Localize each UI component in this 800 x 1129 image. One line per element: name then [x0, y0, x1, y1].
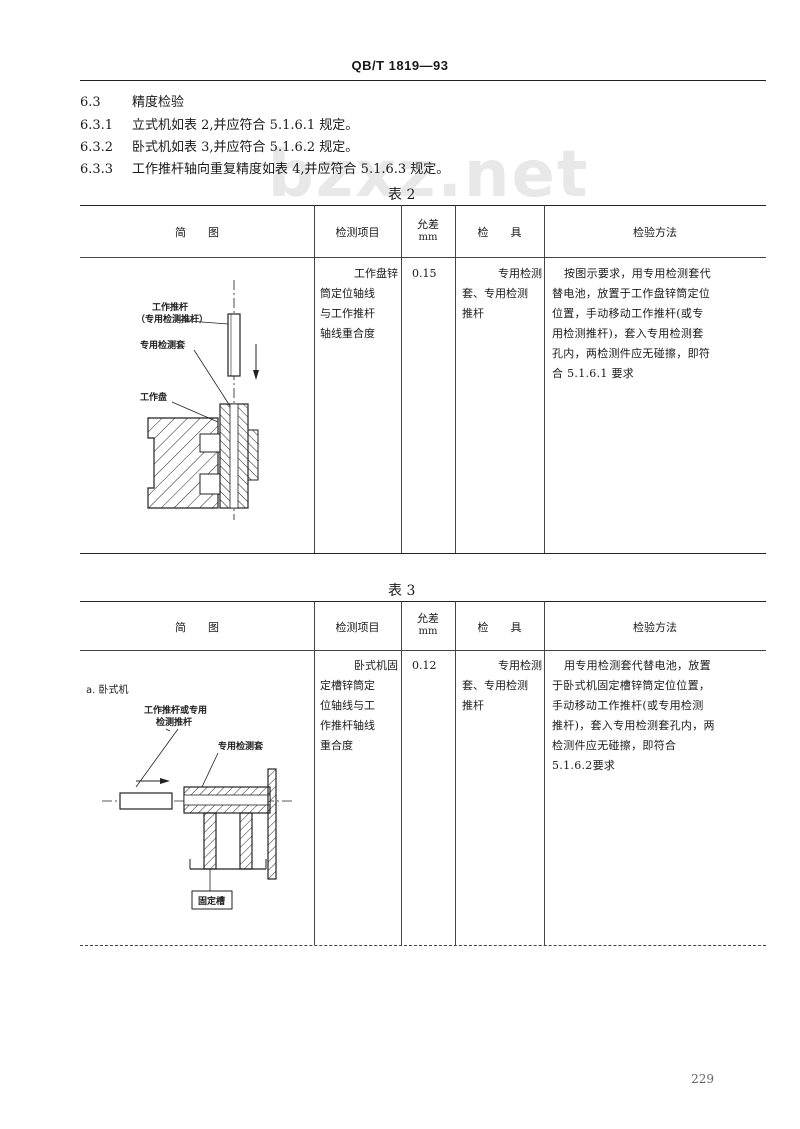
clause-text: 立式机如表 2,并应符合 5.1.6.1 规定。 — [132, 118, 359, 133]
cell-line: 专用检测 — [498, 267, 542, 280]
figure-subtitle: a. 卧式机 — [86, 683, 129, 696]
label-pushrod: 工作推杆 — [152, 301, 188, 313]
label-pushrod-alt: （专用检测推杆） — [136, 313, 208, 325]
cell-line: 定槽锌筒定 — [320, 679, 375, 692]
clause-text: 工作推杆轴向重复精度如表 4,并应符合 5.1.6.3 规定。 — [132, 162, 450, 177]
cell-line: 替电池，放置于工作盘锌筒定位 — [552, 287, 711, 300]
cell-line: 用检测推杆)，套入专用检测套 — [552, 327, 704, 340]
push-rod — [227, 313, 241, 377]
table-2-col-divider — [544, 205, 545, 553]
table-2-method: 按图示要求，用专用检测套代 替电池，放置于工作盘锌筒定位 位置，手动移动工作推杆… — [552, 264, 764, 384]
col-header-item: 检测项目 — [335, 621, 380, 634]
col-header-item: 检测项目 — [335, 226, 380, 239]
cell-line: 套、专用检测 — [462, 679, 528, 692]
label-sleeve: 专用检测套 — [218, 740, 264, 752]
tolerance-unit: mm — [418, 626, 438, 637]
document-code: QB/T 1819—93 — [351, 58, 449, 73]
watermark: bzxz.net — [268, 138, 590, 212]
table-2-caption: 表 2 — [388, 187, 416, 203]
table-2-col-divider — [401, 205, 402, 553]
push-rod — [119, 792, 173, 810]
clause-number: 6.3.2 — [80, 140, 114, 155]
col-header-tolerance: 允差 mm — [401, 612, 455, 638]
cell-line: 推杆 — [462, 699, 484, 712]
cell-line: 于卧式机固定槽锌筒定位位置， — [552, 679, 711, 692]
header-rule — [80, 80, 766, 81]
cell-line: 用专用检测套代替电池，放置 — [564, 659, 711, 672]
tolerance-unit: mm — [418, 232, 438, 243]
cell-line: 与工作推杆 — [320, 307, 375, 320]
cell-line: 专用检测 — [498, 659, 542, 672]
table-3-col-divider — [544, 601, 545, 945]
label-pushrod-line1: 工作推杆或专用 — [144, 704, 207, 716]
clause-text: 卧式机如表 3,并应符合 5.1.6.2 规定。 — [132, 140, 359, 155]
table-3-tolerance: 0.12 — [412, 659, 437, 672]
col-header-method: 检验方法 — [633, 226, 677, 239]
fixed-slot-right — [239, 812, 253, 870]
section-heading: 6.3 精度检验 — [80, 95, 184, 111]
cell-line: 推杆 — [462, 307, 484, 320]
vertical-machine-figure: 工作推杆 （专用检测推杆） 专用检测套 工作盘 — [136, 280, 259, 520]
cell-line: 轴线重合度 — [320, 327, 375, 340]
cell-line: 位置，手动移动工作推杆(或专 — [552, 307, 704, 320]
table-2-tolerance: 0.15 — [412, 267, 437, 280]
cell-line: 手动移动工作推杆(或专用检测 — [552, 699, 704, 712]
cell-line: 套、专用检测 — [462, 287, 528, 300]
col-header-sketch: 简 图 — [175, 621, 219, 634]
table-3-bottom-rule — [80, 945, 766, 946]
cell-line: 按图示要求，用专用检测套代 — [564, 267, 711, 280]
cell-line: 筒定位轴线 — [320, 287, 375, 300]
table-2-bottom-rule — [80, 553, 766, 554]
label-fixed-slot: 固定槽 — [198, 895, 225, 907]
table-3-col-divider — [314, 601, 315, 945]
page-number: 229 — [691, 1072, 714, 1086]
col-header-tool: 检 具 — [477, 621, 522, 634]
table-3-caption: 表 3 — [388, 583, 416, 599]
label-pushrod-line2: 检测推杆 — [156, 716, 192, 728]
cell-line: 推杆)，套入专用检测套孔内，两 — [552, 719, 715, 732]
table-2-col-divider — [455, 205, 456, 553]
cell-line: 孔内，两检测件应无碰擦，即符 — [552, 347, 711, 360]
table-3-col-divider — [401, 601, 402, 945]
table-3-col-divider — [455, 601, 456, 945]
tolerance-label: 允差 — [417, 612, 439, 625]
table-2-header-rule — [80, 257, 766, 258]
clause-number: 6.3 — [80, 95, 101, 110]
clause-6-3-3: 6.3.3 工作推杆轴向重复精度如表 4,并应符合 5.1.6.3 规定。 — [80, 162, 449, 178]
cell-line: 合 5.1.6.1 要求 — [552, 367, 635, 380]
table-2-top-rule — [80, 205, 766, 206]
cell-line: 工作盘锌 — [354, 267, 398, 280]
table-3-method: 用专用检测套代替电池，放置 于卧式机固定槽锌筒定位位置， 手动移动工作推杆(或专… — [552, 656, 764, 776]
col-header-method: 检验方法 — [633, 621, 677, 634]
clause-6-3-2: 6.3.2 卧式机如表 3,并应符合 5.1.6.2 规定。 — [80, 140, 358, 156]
clause-6-3-1: 6.3.1 立式机如表 2,并应符合 5.1.6.1 规定。 — [80, 118, 358, 134]
tolerance-label: 允差 — [417, 218, 439, 231]
cell-line: 作推杆轴线 — [320, 719, 375, 732]
label-sleeve: 专用检测套 — [140, 339, 186, 351]
col-header-sketch: 简 图 — [175, 226, 219, 239]
table-3-header-rule — [80, 650, 766, 651]
fixed-slot-left — [203, 812, 217, 870]
horizontal-machine-figure: a. 卧式机 工作推杆或专用 检测推杆 专用检测套 固定槽 — [86, 683, 292, 910]
cell-line: 位轴线与工 — [320, 699, 375, 712]
cell-line: 卧式机固 — [354, 659, 398, 672]
clause-number: 6.3.1 — [80, 118, 114, 133]
clause-number: 6.3.3 — [80, 162, 114, 177]
table-2-col-divider — [314, 205, 315, 553]
table-3-check-item: 卧式机固 定槽锌筒定 位轴线与工 作推杆轴线 重合度 — [320, 656, 398, 756]
cell-line: 重合度 — [320, 739, 353, 752]
cell-line: 检测件应无碰擦，即符合 — [552, 739, 677, 752]
label-disk: 工作盘 — [140, 391, 167, 403]
col-header-tolerance: 允差 mm — [401, 218, 455, 244]
cell-line: 5.1.6.2要求 — [552, 759, 616, 772]
table-3-tool: 专用检测 套、专用检测 推杆 — [462, 656, 542, 716]
col-header-tool: 检 具 — [477, 226, 522, 239]
table-2-check-item: 工作盘锌 筒定位轴线 与工作推杆 轴线重合度 — [320, 264, 398, 344]
table-2-tool: 专用检测 套、专用检测 推杆 — [462, 264, 542, 324]
clause-text: 精度检验 — [132, 95, 185, 110]
table-3-top-rule — [80, 601, 766, 602]
